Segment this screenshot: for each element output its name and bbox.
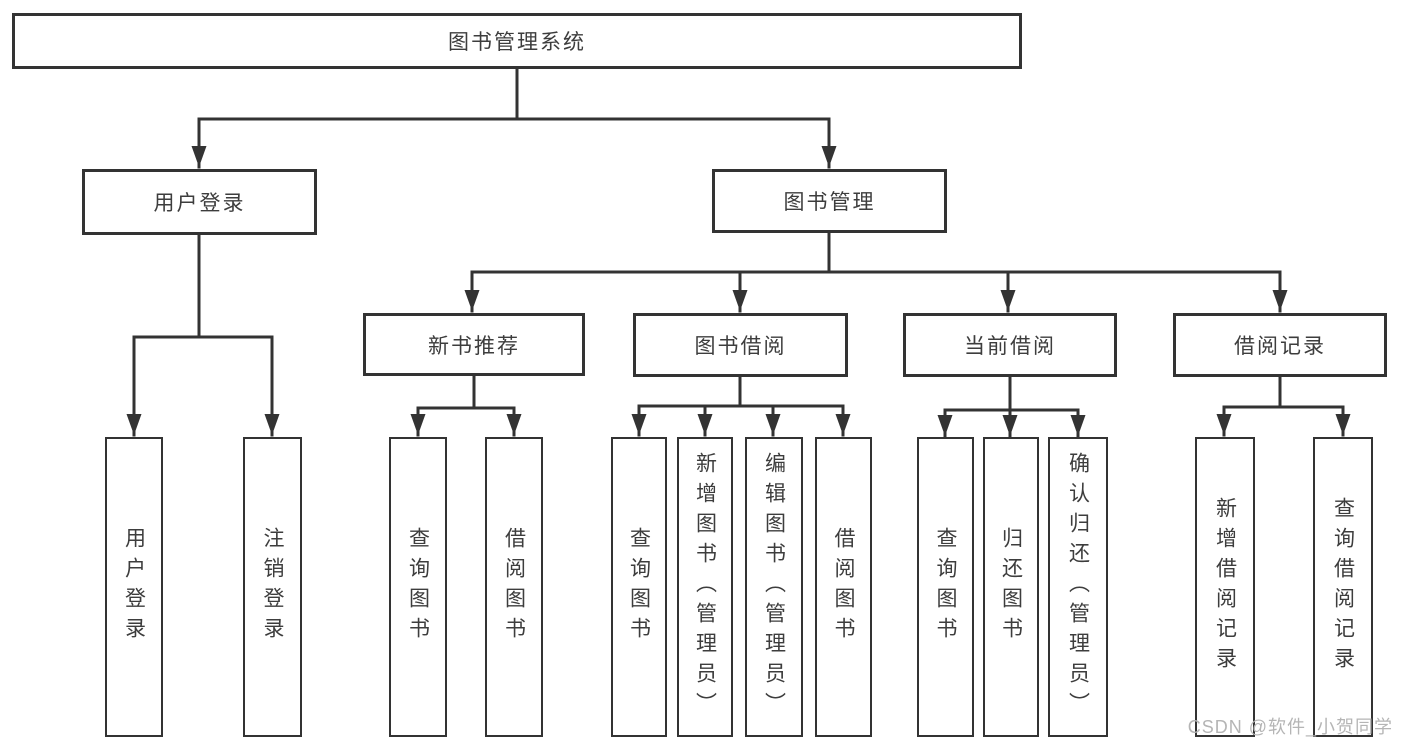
leaf-query-books-current: 查询图书 [917,437,974,737]
leaf-add-books-admin: 新增图书（管理员） [677,437,733,737]
leaf-borrow-books-newrec: 借阅图书 [485,437,543,737]
leaf-borrow-books-borrowing: 借阅图书 [815,437,872,737]
leaf-logout: 注销登录 [243,437,302,737]
leaf-add-borrow-record: 新增借阅记录 [1195,437,1255,737]
node-book-borrowing: 图书借阅 [633,313,848,377]
leaf-edit-books-admin-label: 编辑图书（管理员） [762,452,786,722]
leaf-query-borrow-record-label: 查询借阅记录 [1331,497,1355,677]
leaf-return-books-label: 归还图书 [999,527,1023,647]
node-new-book-recommend: 新书推荐 [363,313,585,376]
leaf-query-books-newrec: 查询图书 [389,437,447,737]
node-root-system: 图书管理系统 [12,13,1022,69]
leaf-query-books-current-label: 查询图书 [934,527,957,647]
node-user-login: 用户登录 [82,169,317,235]
leaf-query-borrow-record: 查询借阅记录 [1313,437,1373,737]
leaf-query-books-newrec-label: 查询图书 [406,527,430,647]
leaf-borrow-books-borrowing-label: 借阅图书 [832,527,855,647]
node-book-management: 图书管理 [712,169,947,233]
leaf-edit-books-admin: 编辑图书（管理员） [745,437,803,737]
leaf-return-books: 归还图书 [983,437,1039,737]
node-current-borrowing: 当前借阅 [903,313,1117,377]
leaf-query-books-borrowing-label: 查询图书 [627,527,651,647]
leaf-confirm-return-admin: 确认归还（管理员） [1048,437,1108,737]
leaf-add-books-admin-label: 新增图书（管理员） [693,452,717,722]
leaf-query-books-borrowing: 查询图书 [611,437,667,737]
leaf-borrow-books-newrec-label: 借阅图书 [502,527,526,647]
leaf-user-login-label: 用户登录 [122,527,146,647]
leaf-confirm-return-admin-label: 确认归还（管理员） [1066,452,1090,722]
node-borrowing-records: 借阅记录 [1173,313,1387,377]
leaf-user-login: 用户登录 [105,437,163,737]
leaf-add-borrow-record-label: 新增借阅记录 [1213,497,1237,677]
csdn-watermark: CSDN @软件_小贺同学 [1187,717,1393,737]
leaf-logout-label: 注销登录 [261,527,284,647]
